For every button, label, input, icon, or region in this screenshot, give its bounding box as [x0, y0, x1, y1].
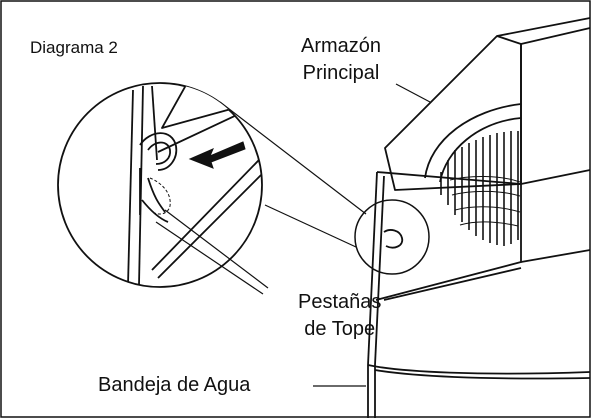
- main-frame-label-line1: Armazón: [301, 35, 382, 57]
- water-tray-label: Bandeja de Agua: [98, 374, 251, 396]
- main-frame-label-line2: Principal: [302, 62, 380, 84]
- detail-circle-zoom: [57, 82, 263, 288]
- main-frame-label: Armazón Principal: [301, 33, 381, 87]
- machine-body: [367, 17, 591, 418]
- diagram-title: Diagrama 2: [30, 38, 118, 57]
- detail-circle-small: [354, 199, 430, 275]
- direction-arrow: [188, 141, 246, 169]
- tabs-leader-lines: [155, 209, 269, 295]
- connector-lines: [219, 101, 367, 248]
- stop-tabs-label: Pestañas de Tope: [298, 289, 381, 343]
- brush-rollers: [440, 131, 519, 246]
- stop-tabs-label-line2: de Tope: [304, 318, 376, 340]
- main-frame-leader: [395, 83, 431, 103]
- stop-tabs-label-line1: Pestañas: [298, 291, 382, 313]
